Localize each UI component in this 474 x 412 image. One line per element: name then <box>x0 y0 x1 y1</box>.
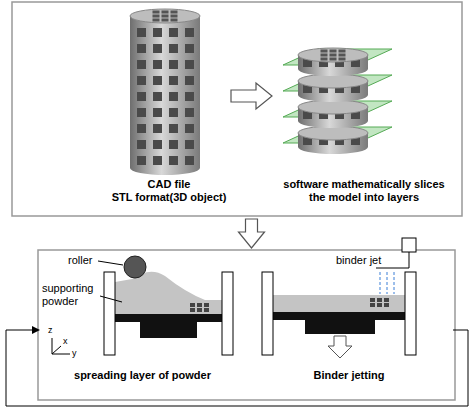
printed-part <box>370 303 375 307</box>
axis-label: z <box>48 325 53 336</box>
panel-frame <box>38 250 455 400</box>
printed-part <box>377 303 382 307</box>
powder-spreader <box>98 256 233 355</box>
lowering-arrow <box>328 336 352 358</box>
grid-hole <box>321 58 328 61</box>
cylinder-top <box>130 9 200 23</box>
slice-top <box>298 74 368 88</box>
grid-hole <box>339 58 346 61</box>
printed-part <box>197 308 202 312</box>
axis-y <box>52 354 70 355</box>
binder-drop <box>380 272 381 294</box>
grid-hole <box>321 54 328 57</box>
printed-part <box>384 303 389 307</box>
stage-region: software mathematically slices the model… <box>275 20 453 210</box>
stage-region: CAD fileSTL format(3D object) <box>110 6 228 210</box>
slice-top <box>298 48 368 62</box>
printed-part <box>197 303 202 307</box>
grid-hole <box>153 15 160 18</box>
grid-hole <box>339 50 346 53</box>
binder-drop <box>394 272 395 294</box>
cad-cylinder <box>130 9 200 175</box>
slice-top <box>298 100 368 114</box>
loop-line <box>6 330 468 406</box>
printed-part <box>190 303 195 307</box>
binder-drop <box>387 272 388 294</box>
hollow-arrow <box>231 83 272 109</box>
grid-hole <box>171 11 178 14</box>
roller-symbol <box>124 256 146 278</box>
axis-z <box>52 338 53 354</box>
printed-part <box>384 298 389 302</box>
wall <box>405 272 416 355</box>
grid-hole <box>153 19 160 22</box>
binder-jetter <box>262 238 416 358</box>
arrow-head <box>32 326 40 334</box>
grid-hole <box>330 54 337 57</box>
hollow-arrow <box>239 219 265 248</box>
piston <box>305 320 375 334</box>
grid-hole <box>321 50 328 53</box>
printed-part <box>370 298 375 302</box>
powder-bed <box>115 300 222 314</box>
stage-caption: Binder jetting <box>314 369 385 382</box>
grid-hole <box>171 15 178 18</box>
panel-frame <box>12 2 462 216</box>
stage-caption: spreading layer of powder <box>74 369 211 382</box>
printed-part <box>204 308 209 312</box>
stage-region: spreading layer of powder <box>40 252 245 398</box>
grid-hole <box>162 19 169 22</box>
cylinder-body <box>130 16 200 168</box>
wall <box>104 272 115 355</box>
cylinder-windows <box>134 25 198 167</box>
print-head <box>402 238 416 252</box>
stage-caption: software mathematically slices the model… <box>279 178 449 204</box>
piston <box>140 322 197 338</box>
part-label: supporting powder <box>42 282 102 308</box>
wall <box>222 272 233 355</box>
part-label: binder jet <box>336 254 381 267</box>
wall <box>262 272 273 355</box>
grid-hole <box>330 58 337 61</box>
grid-hole <box>153 11 160 14</box>
stage-region: Binder jetting <box>245 252 453 398</box>
grid-hole <box>330 50 337 53</box>
grid-hole <box>162 11 169 14</box>
part-label: roller <box>68 254 92 267</box>
printed-part <box>190 308 195 312</box>
build-platform <box>115 314 222 322</box>
slice-top <box>298 126 368 140</box>
printed-part <box>377 298 382 302</box>
flow-arrow <box>231 83 272 109</box>
grid-hole <box>162 15 169 18</box>
axis-label: y <box>72 348 77 359</box>
grid-hole <box>339 54 346 57</box>
stage-caption: STL format(3D object) <box>112 191 227 204</box>
axis-x <box>52 346 61 354</box>
flow-arrow <box>6 326 468 406</box>
flow-arrow <box>239 219 265 248</box>
leader-line <box>98 261 123 265</box>
leader-line <box>100 296 122 302</box>
printed-part <box>204 303 209 307</box>
build-platform <box>273 312 405 320</box>
powder-bed <box>273 295 405 312</box>
grid-hole <box>171 19 178 22</box>
stage-caption: CAD file <box>148 178 191 191</box>
axis-label: x <box>63 336 68 347</box>
sliced-model <box>283 48 392 154</box>
